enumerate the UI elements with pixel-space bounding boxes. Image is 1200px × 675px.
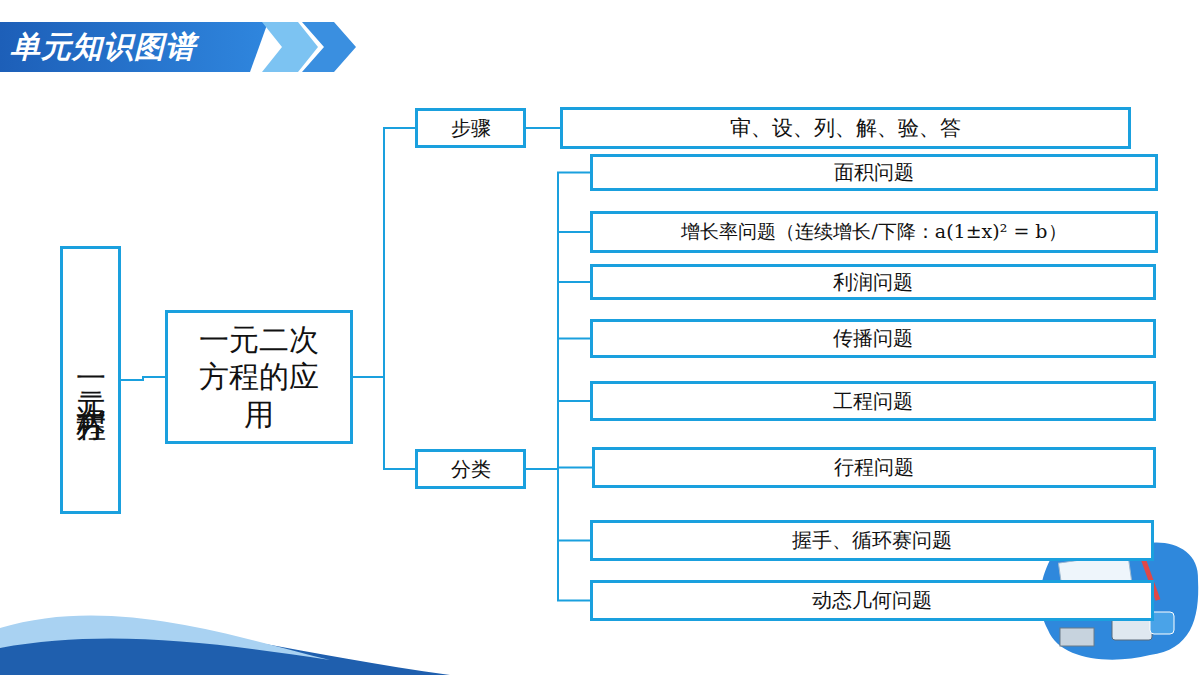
node-label: 一元二次方程 xyxy=(70,362,111,398)
connector-line xyxy=(526,339,590,470)
connector-line xyxy=(526,173,590,470)
connector-line xyxy=(526,127,560,129)
connector-line xyxy=(353,377,415,469)
node-label: 步骤 xyxy=(451,115,491,142)
node-label: 工程问题 xyxy=(833,388,913,415)
connector-line xyxy=(526,232,590,469)
connector-line xyxy=(121,377,165,380)
title-banner xyxy=(0,22,268,72)
connector-line xyxy=(353,128,415,377)
root-box: 一元二次方程 xyxy=(60,246,121,514)
concept-box: 分类 xyxy=(415,449,526,489)
bottom-wave-light xyxy=(0,616,330,660)
concept-box: 面积问题 xyxy=(590,154,1158,191)
node-label: 面积问题 xyxy=(834,159,914,186)
connector-line xyxy=(526,282,590,469)
node-label: 利润问题 xyxy=(833,269,913,296)
concept-box: 传播问题 xyxy=(590,319,1156,358)
node-label: 行程问题 xyxy=(834,454,914,481)
node-label: 分类 xyxy=(451,456,491,483)
node-label: 动态几何问题 xyxy=(812,587,932,614)
concept-box: 工程问题 xyxy=(590,381,1156,421)
concept-box: 增长率问题（连续增长/下降：a(1±x)² = b） xyxy=(590,211,1158,253)
illustration-calculator xyxy=(1060,628,1094,646)
concept-box: 利润问题 xyxy=(590,264,1156,300)
node-label: 增长率问题（连续增长/下降：a(1±x)² = b） xyxy=(681,219,1066,245)
node-label: 握手、循环赛问题 xyxy=(792,527,952,554)
connector-line xyxy=(526,469,590,601)
concept-box: 行程问题 xyxy=(592,447,1156,488)
concept-box: 步骤 xyxy=(415,108,526,148)
concept-box: 审、设、列、解、验、答 xyxy=(560,107,1131,149)
concept-box: 动态几何问题 xyxy=(590,580,1154,621)
topic-box: 一元二次方程的应用 xyxy=(165,310,353,444)
node-label: 一元二次方程的应用 xyxy=(192,321,326,434)
chevron xyxy=(302,22,356,72)
concept-box: 握手、循环赛问题 xyxy=(590,520,1154,561)
node-label: 传播问题 xyxy=(833,325,913,352)
node-label: 审、设、列、解、验、答 xyxy=(730,114,961,142)
slide-title: 单元知识图谱 xyxy=(10,24,196,70)
connector-line xyxy=(526,401,590,469)
